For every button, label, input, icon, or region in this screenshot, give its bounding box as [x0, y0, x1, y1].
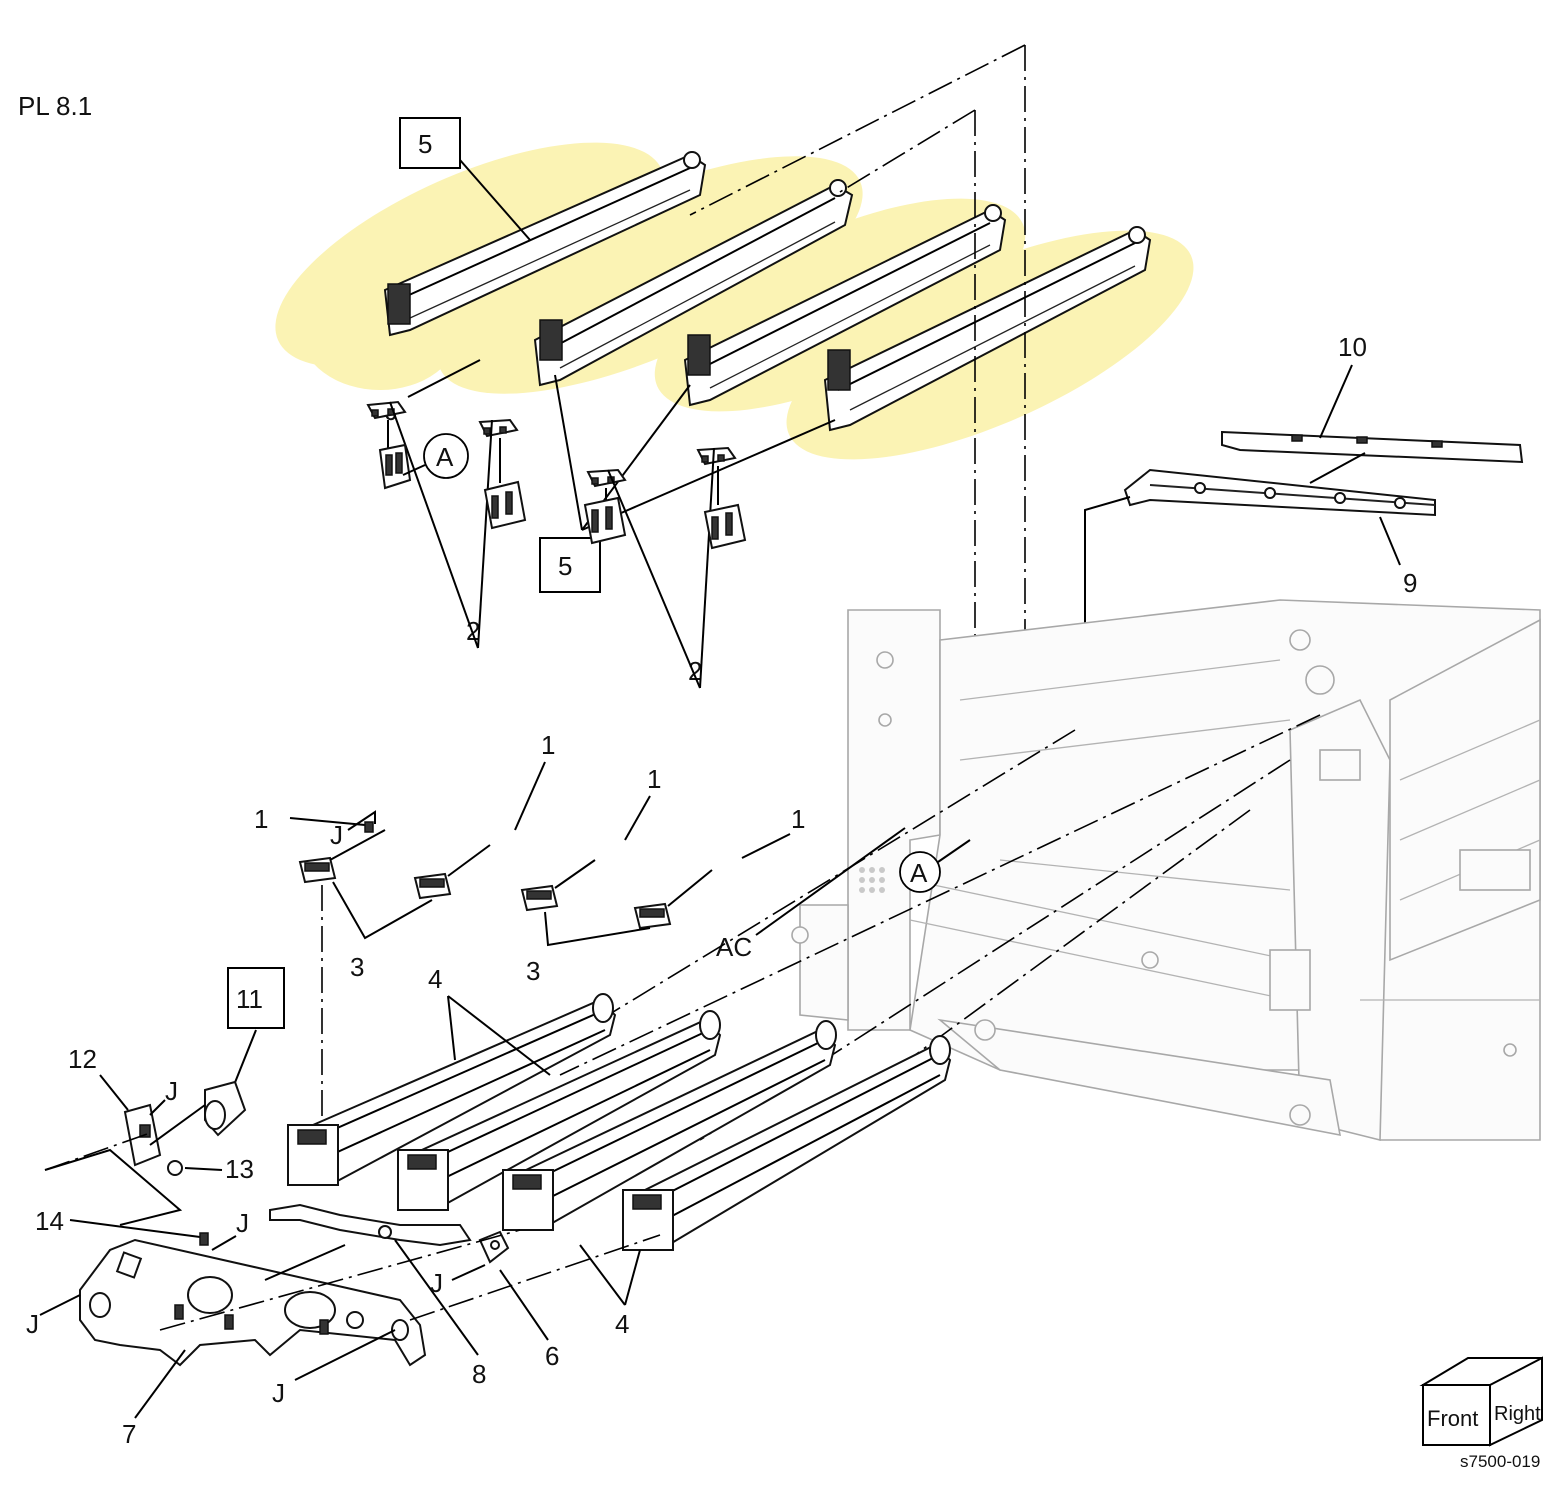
- contact-block-3-a: [298, 856, 337, 884]
- drum-cartridge-1: [287, 993, 617, 1186]
- callout-a-frame: A: [910, 858, 928, 888]
- clamp-1-b: [483, 480, 527, 530]
- clamp-1-c: [583, 496, 627, 545]
- callout-5-bottom: 5: [558, 551, 572, 581]
- callout-1-c: 1: [647, 764, 661, 794]
- orientation-cube: Front Right: [1419, 1356, 1543, 1447]
- led-rail-2: [533, 179, 854, 387]
- bracket-2-d: [696, 446, 737, 466]
- clamp-1-d: [703, 503, 747, 550]
- drum-cartridge-3: [502, 1020, 837, 1231]
- spring-13: [167, 1160, 183, 1176]
- callout-box-11: [227, 967, 285, 1029]
- callout-11: 11: [236, 984, 263, 1014]
- cube-right-label: Right: [1494, 1403, 1541, 1425]
- reference-circle-a: [423, 433, 469, 479]
- callout-9: 9: [1403, 568, 1417, 598]
- led-rail-4: [823, 226, 1152, 432]
- callout-7: 7: [122, 1419, 136, 1449]
- j-label-14: J: [236, 1208, 249, 1238]
- j-label-7-left: J: [26, 1309, 39, 1339]
- j-label-7-bottom: J: [272, 1378, 285, 1408]
- callout-1-b: 1: [541, 730, 555, 760]
- gear-coupling-11: [204, 1080, 247, 1137]
- callout-13: 13: [225, 1154, 254, 1184]
- callout-a-small: A: [436, 442, 454, 472]
- front-plate-7: [79, 1238, 427, 1367]
- page-title: PL 8.1: [18, 91, 92, 121]
- spring-14: [199, 1232, 209, 1246]
- callout-2-right: 2: [688, 656, 702, 686]
- contact-block-3-d: [633, 902, 672, 930]
- j-label-screw: J: [330, 820, 343, 850]
- callout-14: 14: [35, 1206, 64, 1236]
- bracket-2-a: [366, 400, 407, 420]
- led-rail-1: [383, 151, 707, 337]
- callout-10: 10: [1338, 332, 1367, 362]
- callout-box-5-top: [399, 117, 461, 169]
- callout-1-d: 1: [791, 804, 805, 834]
- drum-cartridge-2: [397, 1010, 722, 1211]
- callout-5-top: 5: [418, 129, 432, 159]
- callout-1-a: 1: [254, 804, 268, 834]
- j-label-12: J: [165, 1076, 178, 1106]
- callout-ac: AC: [716, 932, 752, 962]
- bracket-9: [1123, 468, 1436, 517]
- contact-block-3-c: [520, 884, 559, 912]
- callout-8: 8: [472, 1359, 486, 1389]
- bracket-10: [1221, 430, 1524, 464]
- j-label-6: J: [430, 1268, 443, 1298]
- bracket-2-b: [478, 418, 519, 438]
- callout-3-left: 3: [350, 952, 364, 982]
- callout-6: 6: [545, 1341, 559, 1371]
- cube-front-label: Front: [1427, 1406, 1478, 1431]
- clamp-1-a: [378, 443, 412, 490]
- callout-4-top: 4: [428, 964, 442, 994]
- contact-block-3-b: [413, 872, 452, 900]
- callout-12: 12: [68, 1044, 97, 1074]
- led-rail-3: [683, 204, 1007, 407]
- drum-cartridge-4: [622, 1035, 952, 1251]
- reference-circle-a-frame: [899, 851, 941, 893]
- bracket-2-c: [586, 468, 627, 488]
- bracket-8: [269, 1203, 472, 1247]
- callout-3-right: 3: [526, 956, 540, 986]
- figure-id: s7500-019: [1460, 1452, 1540, 1471]
- callout-box-5-bottom: [539, 537, 601, 593]
- callout-4-bottom: 4: [615, 1309, 629, 1339]
